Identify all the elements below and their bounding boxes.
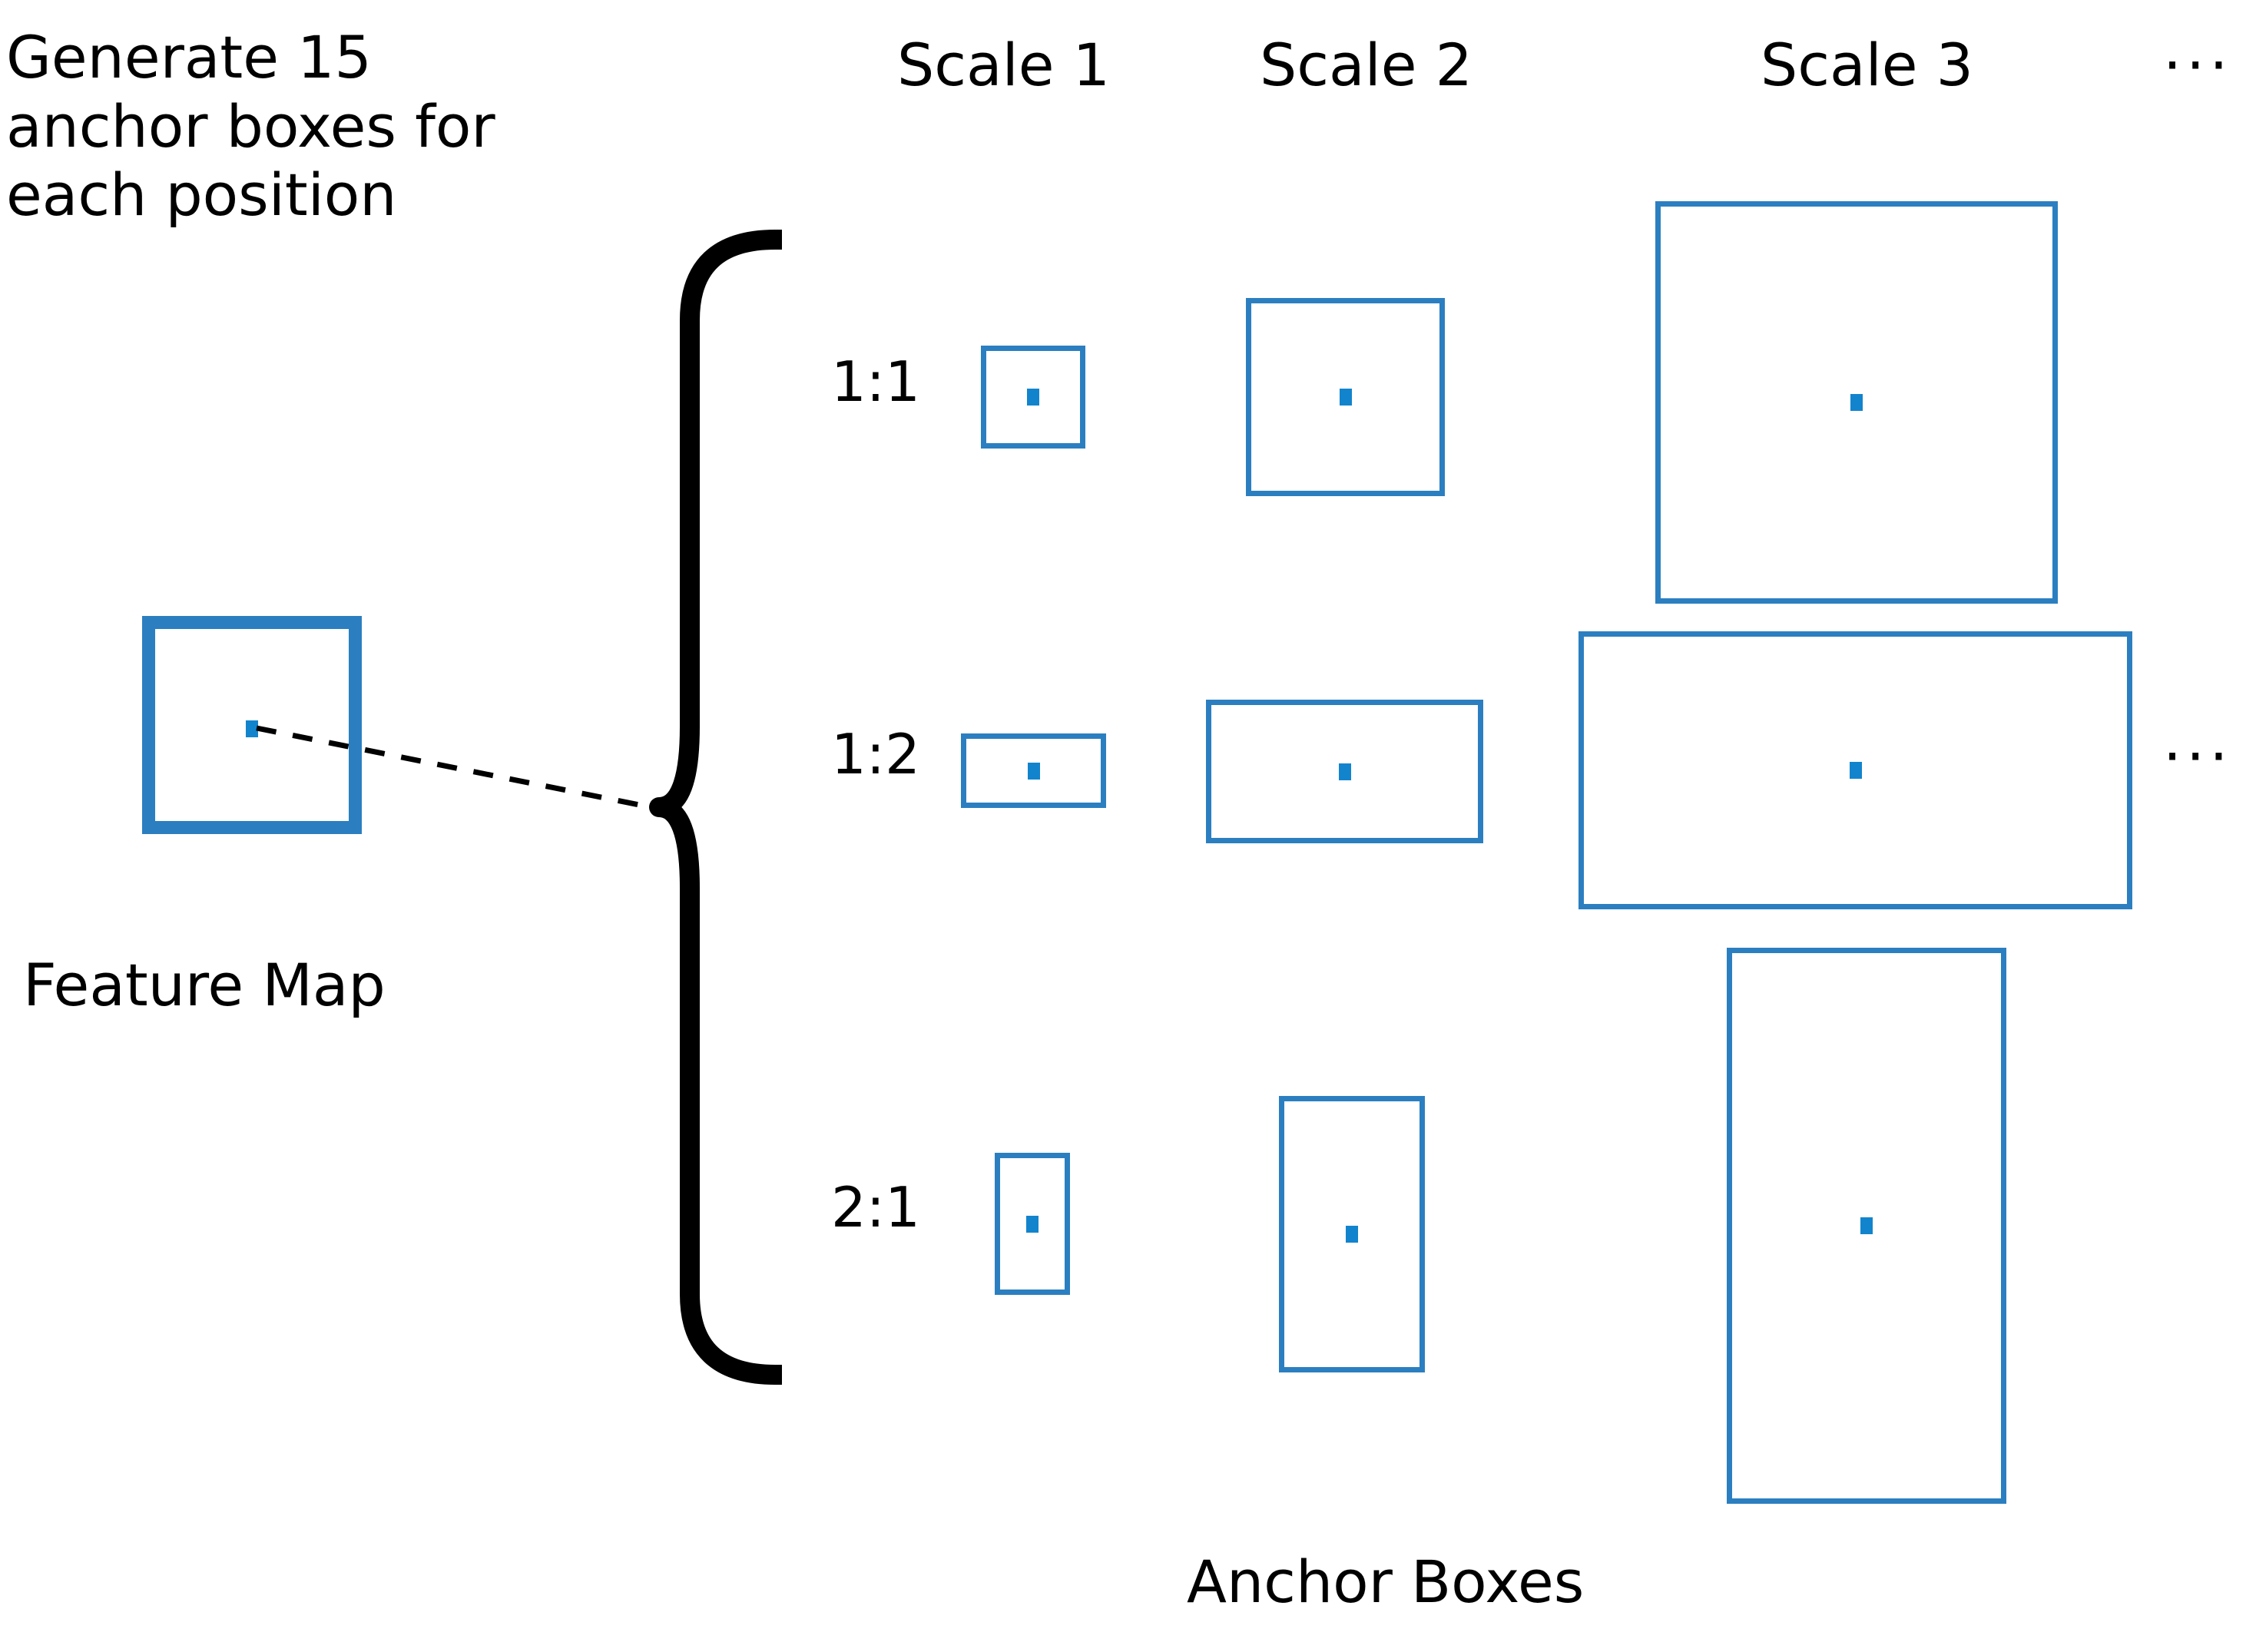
row-label-ratio-1-2: 1:2	[831, 722, 920, 786]
anchor-box-1-1-scale-1	[981, 346, 1085, 449]
column-header-scale-3: Scale 3	[1761, 31, 1973, 99]
anchor-center-dot-2-1-scale-3	[1860, 1217, 1873, 1234]
feature-map-center-dot	[246, 720, 258, 737]
feature-map-box	[142, 616, 362, 834]
column-header-ellipsis-icon: ···	[2163, 31, 2233, 99]
anchor-center-dot-1-1-scale-1	[1027, 389, 1039, 406]
anchor-center-dot-2-1-scale-2	[1346, 1226, 1358, 1243]
column-header-scale-1: Scale 1	[897, 31, 1110, 99]
anchor-box-1-1-scale-3	[1655, 201, 2058, 604]
anchor-box-1-2-scale-1	[961, 733, 1106, 808]
column-header-scale-2: Scale 2	[1260, 31, 1472, 99]
anchor-center-dot-1-1-scale-3	[1850, 394, 1863, 411]
anchor-center-dot-1-2-scale-3	[1849, 762, 1862, 779]
anchor-center-dot-2-1-scale-1	[1026, 1215, 1039, 1233]
anchor-box-1-2-scale-2	[1206, 700, 1483, 843]
anchor-boxes-label: Anchor Boxes	[1187, 1548, 1585, 1616]
row-label-ratio-1-1: 1:1	[831, 349, 920, 414]
anchor-box-1-1-scale-2	[1246, 298, 1445, 496]
anchor-box-2-1-scale-3	[1727, 948, 2006, 1504]
anchor-box-1-2-scale-3	[1578, 631, 2132, 909]
feature-map-to-brace-connector	[256, 725, 655, 811]
anchor-box-2-1-scale-2	[1279, 1096, 1425, 1372]
page-title: Generate 15 anchor boxes for each positi…	[6, 23, 495, 230]
row-label-ratio-2-1: 2:1	[831, 1175, 920, 1240]
anchor-box-2-1-scale-1	[995, 1153, 1070, 1295]
anchor-center-dot-1-2-scale-2	[1338, 763, 1351, 780]
row-ellipsis-icon: ···	[2163, 722, 2233, 790]
anchor-center-dot-1-2-scale-1	[1027, 762, 1040, 780]
feature-map-label: Feature Map	[23, 951, 386, 1019]
curly-brace	[649, 230, 785, 1385]
anchor-center-dot-1-1-scale-2	[1339, 389, 1352, 406]
